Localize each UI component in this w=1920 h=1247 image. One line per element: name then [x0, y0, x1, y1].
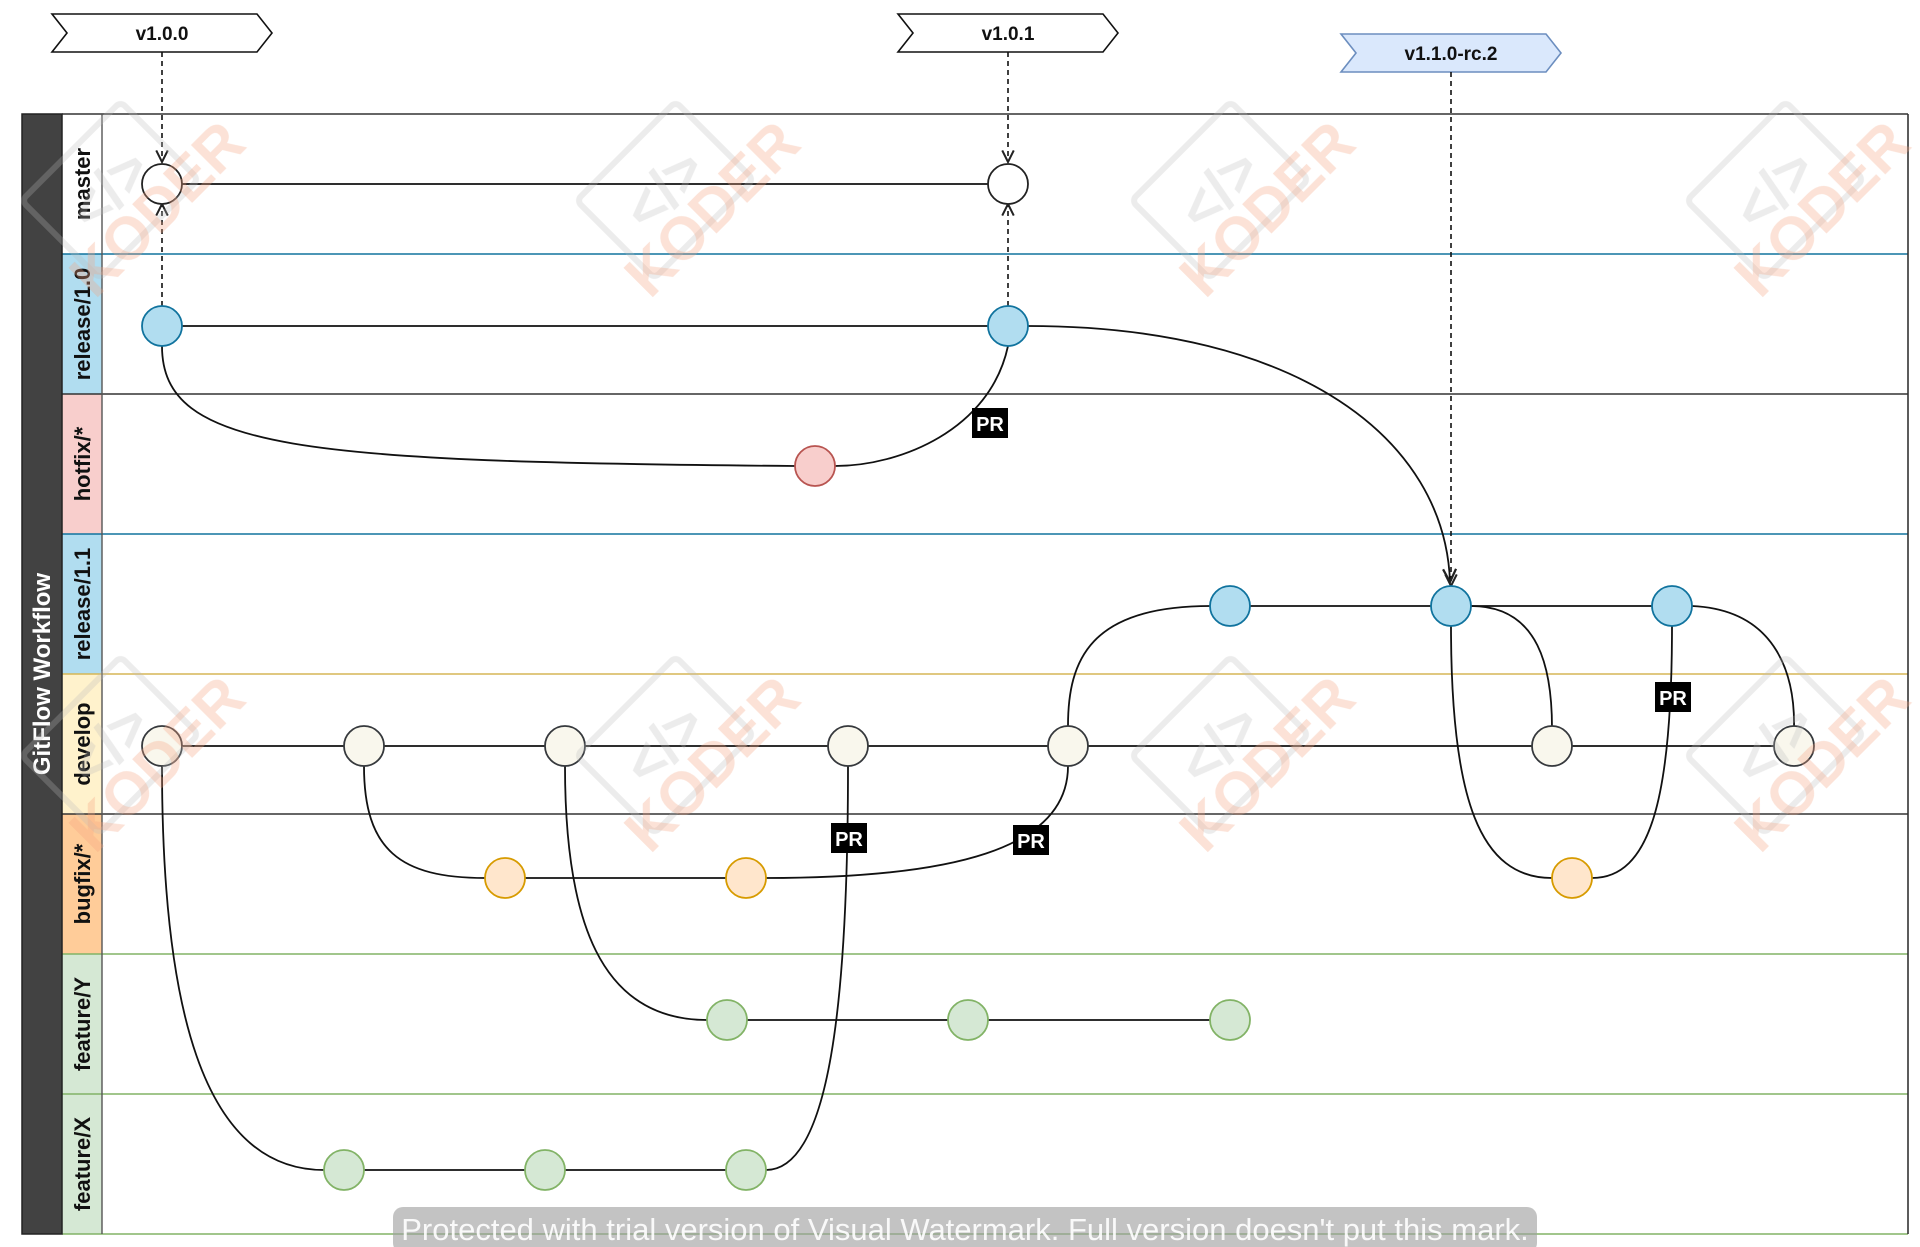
- lane-develop-header: [62, 674, 102, 814]
- lane-label-featureY: feature/Y: [70, 977, 95, 1071]
- commit-featureY: [947, 999, 989, 1041]
- pr-badges: PR PR PR PR: [831, 408, 1691, 855]
- commit-develop: [544, 725, 586, 767]
- commit-develop: [1047, 725, 1089, 767]
- release11-to-develop: [1470, 605, 1553, 729]
- bugfix-branch: [363, 765, 486, 879]
- lanes: [62, 113, 1909, 1235]
- lane-featureY-band: [102, 954, 1908, 1094]
- commit-bugfix: [1551, 857, 1593, 899]
- pr-badge: [1013, 825, 1049, 855]
- hotfix-merge: [834, 345, 1009, 467]
- lane-labels: master release/1.0 hotfix/* release/1.1 …: [70, 147, 95, 1211]
- bugfix-merge: [765, 765, 1069, 879]
- tag-v1-1-0-rc2-label: v1.1.0-rc.2: [1405, 44, 1498, 65]
- tag-shape: [1339, 33, 1563, 73]
- trial-watermark-text: Protected with trial version of Visual W…: [401, 1212, 1529, 1247]
- develop-to-release11: [1067, 605, 1211, 727]
- commit-master: [987, 163, 1029, 205]
- lane-bugfix-header: [62, 814, 102, 954]
- commit-release11: [1651, 585, 1693, 627]
- release11-to-develop: [1691, 605, 1795, 729]
- commit-develop: [1773, 725, 1815, 767]
- commit-featureY: [1209, 999, 1251, 1041]
- lane-release10-header: [62, 254, 102, 394]
- bugfix2-branch: [1450, 625, 1553, 879]
- version-tags: v1.0.0 v1.0.1 v1.1.0-rc.2: [50, 13, 1563, 73]
- tag-shape: [50, 13, 274, 53]
- lane-bugfix-band: [102, 814, 1908, 954]
- hotfix-branch: [161, 345, 796, 467]
- lane-label-release10: release/1.0: [70, 268, 95, 381]
- lane-label-bugfix: bugfix/*: [70, 843, 95, 924]
- commit-develop: [141, 725, 183, 767]
- commit-bugfix: [725, 857, 767, 899]
- lane-develop-band: [102, 674, 1908, 814]
- tag-v1-0-0-label: v1.0.0: [136, 24, 189, 45]
- pr-badge-label: PR: [976, 414, 1004, 436]
- lane-featureX-header: [62, 1094, 102, 1234]
- featureX-branch: [161, 765, 325, 1171]
- commit-featureX: [323, 1149, 365, 1191]
- commit-featureY: [706, 999, 748, 1041]
- release10-to-release11: [1027, 325, 1450, 582]
- tag-shape: [896, 13, 1120, 53]
- pr-badge: [972, 408, 1008, 438]
- commit-release11: [1430, 585, 1472, 627]
- commit-develop: [1531, 725, 1573, 767]
- commit-release11: [1209, 585, 1251, 627]
- pr-badge-label: PR: [1017, 831, 1045, 853]
- lane-featureY-header: [62, 954, 102, 1094]
- featureX-merge: [765, 765, 849, 1171]
- pr-badge-label: PR: [1659, 688, 1687, 710]
- pool-title: GitFlow Workflow: [29, 573, 56, 776]
- commit-release10: [141, 305, 183, 347]
- lane-label-develop: develop: [70, 702, 95, 785]
- pr-badge: [831, 823, 867, 853]
- commit-develop: [827, 725, 869, 767]
- lane-release11-header: [62, 534, 102, 674]
- lane-release11-band: [102, 534, 1908, 674]
- trial-watermark-banner: [393, 1207, 1537, 1247]
- pr-badge-label: PR: [835, 829, 863, 851]
- lane-hotfix-header: [62, 394, 102, 534]
- commit-hotfix: [794, 445, 836, 487]
- commit-featureX: [725, 1149, 767, 1191]
- tag-v1-0-1-label: v1.0.1: [982, 24, 1035, 45]
- lane-label-hotfix: hotfix/*: [70, 426, 95, 501]
- lane-label-featureX: feature/X: [70, 1117, 95, 1211]
- tag-pointers: [162, 52, 1451, 586]
- commit-featureX: [524, 1149, 566, 1191]
- lane-label-master: master: [70, 147, 95, 220]
- commit-release10: [987, 305, 1029, 347]
- lane-label-release11: release/1.1: [70, 548, 95, 661]
- commit-develop: [343, 725, 385, 767]
- commit-bugfix: [484, 857, 526, 899]
- pool-title-strip: [21, 113, 63, 1235]
- pr-badge: [1655, 682, 1691, 712]
- commit-nodes: [141, 163, 1815, 1191]
- commit-master: [141, 163, 183, 205]
- lane-master-header: [62, 114, 102, 254]
- featureY-branch: [564, 765, 708, 1021]
